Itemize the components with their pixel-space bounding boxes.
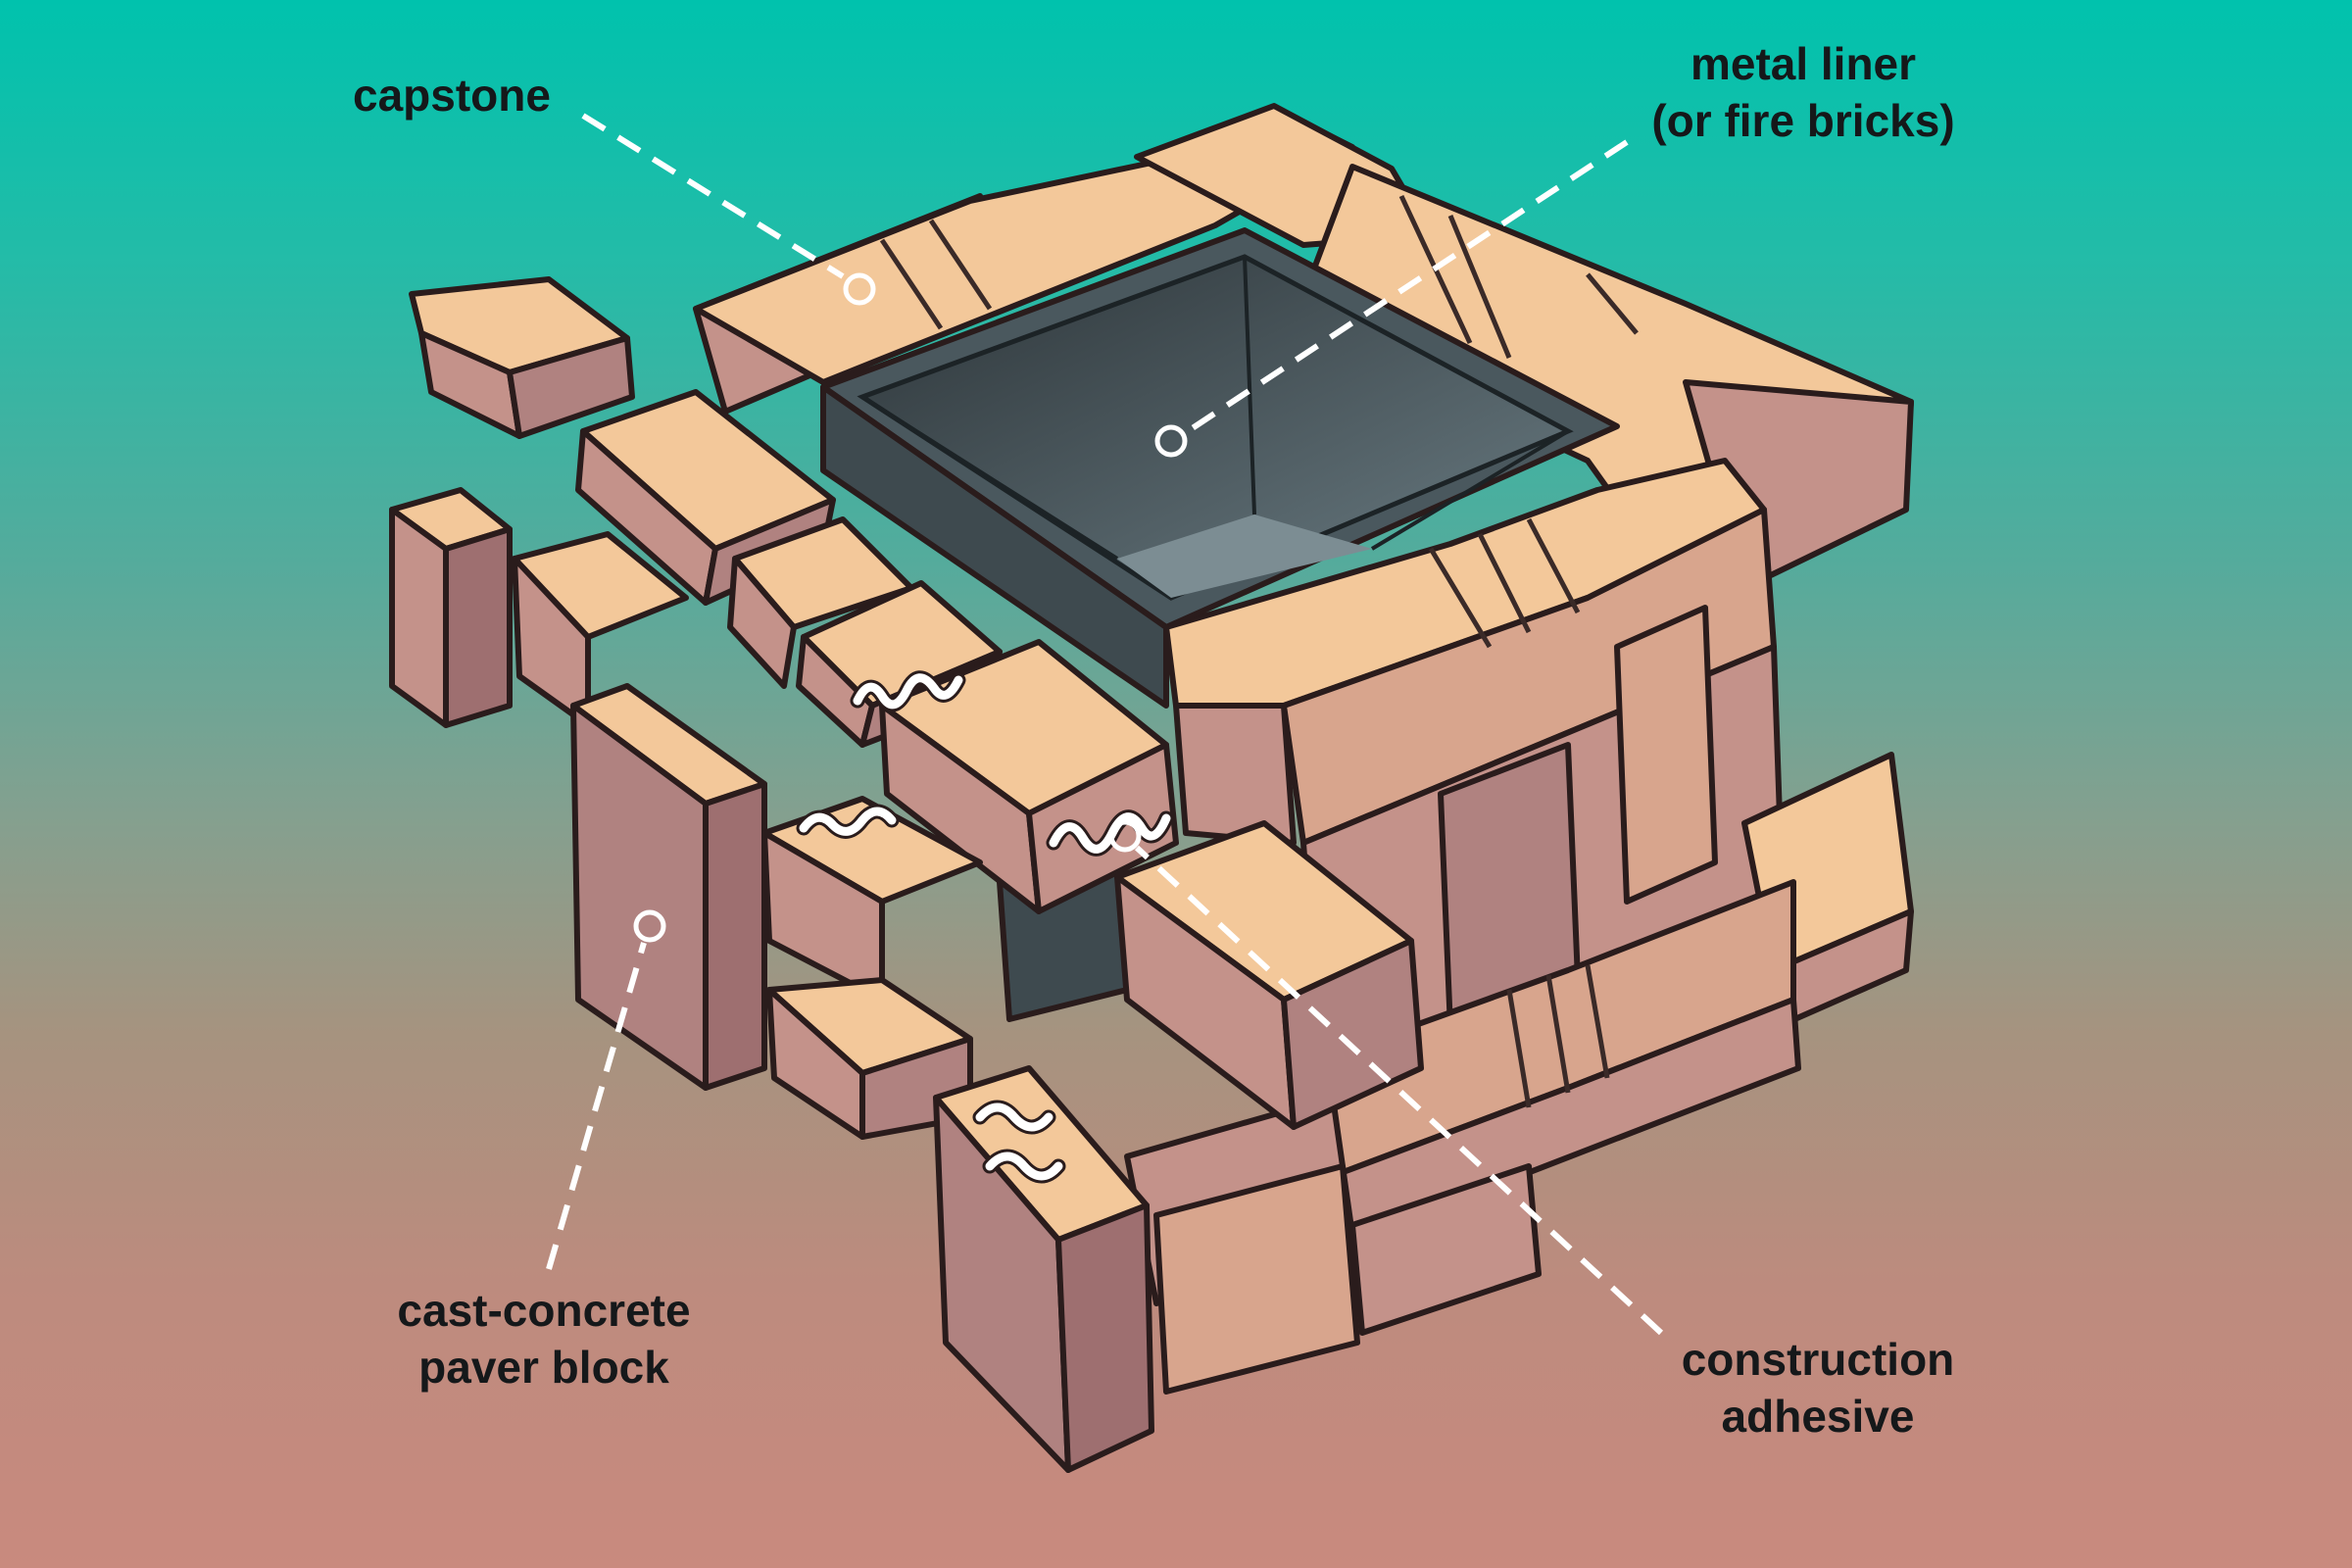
adhesive-leader [1134, 845, 1664, 1336]
label-adhesive-line1: construction [1681, 1334, 1955, 1385]
label-liner-line1: metal liner [1690, 38, 1917, 89]
label-liner-line2: (or fire bricks) [1651, 95, 1955, 146]
label-capstone-text: capstone [353, 70, 551, 121]
paver-marker [633, 909, 666, 943]
base-course [1124, 1095, 1542, 1395]
label-metal-liner: metal liner (or fire bricks) [1607, 35, 1999, 149]
label-capstone: capstone [353, 67, 551, 123]
capstone-marker [843, 272, 876, 306]
paver-leader [546, 942, 647, 1270]
exploded-blocks [389, 276, 1424, 1473]
label-paver-line2: paver block [418, 1342, 669, 1393]
label-paver-line1: cast-concrete [397, 1285, 691, 1336]
metal-liner [820, 227, 1620, 1022]
capstone-leader [581, 113, 845, 279]
capstone-ring [693, 103, 1914, 846]
leader-lines [546, 113, 1664, 1336]
side-wall [1300, 605, 1914, 1248]
label-construction-adhesive: construction adhesive [1656, 1331, 1980, 1445]
adhesive-marker [1108, 819, 1142, 853]
liner-leader [1186, 139, 1629, 434]
liner-marker [1154, 424, 1188, 458]
label-paver-block: cast-concrete paver block [358, 1282, 730, 1396]
label-adhesive-line2: adhesive [1721, 1391, 1915, 1442]
